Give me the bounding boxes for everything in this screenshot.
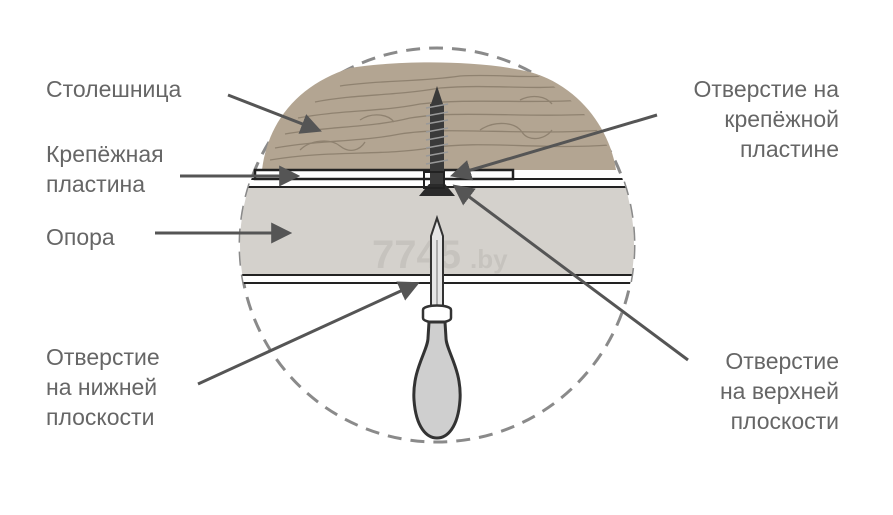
label-mounting-plate: Крепёжная пластина (46, 139, 164, 199)
label-mounting-plate-line2: пластина (46, 171, 146, 197)
label-hole-bottom-line2: на нижней (46, 374, 158, 400)
label-hole-bottom-line1: Отверстие (46, 344, 160, 370)
leader-arrows (155, 93, 689, 386)
label-hole-bottom-line3: плоскости (46, 404, 155, 430)
watermark-main: 7745 (372, 233, 461, 277)
screwdriver-icon (412, 214, 462, 440)
label-countertop: Столешница (46, 76, 182, 102)
arrow-hole-top (452, 184, 689, 362)
label-hole-plate-line2: крепёжной (724, 106, 839, 132)
label-hole-plate-line1: Отверстие на (693, 76, 839, 102)
label-hole-top-line1: Отверстие (725, 348, 839, 374)
label-mounting-plate-line1: Крепёжная (46, 141, 164, 167)
label-hole-plate-line3: пластине (739, 136, 839, 162)
label-hole-bottom: Отверстие на нижней плоскости (46, 342, 160, 432)
screw-icon (419, 86, 455, 196)
label-hole-top-line3: плоскости (730, 408, 839, 434)
arrow-countertop (227, 93, 322, 134)
label-support: Опора (46, 224, 115, 250)
arrow-hole-plate (449, 113, 658, 181)
label-hole-top-line2: на верхней (719, 378, 839, 404)
watermark-suffix: .by (470, 244, 508, 274)
label-hole-plate: Отверстие на крепёжной пластине (693, 74, 839, 164)
arrow-hole-bottom (197, 281, 420, 386)
label-hole-top: Отверстие на верхней плоскости (720, 346, 839, 436)
